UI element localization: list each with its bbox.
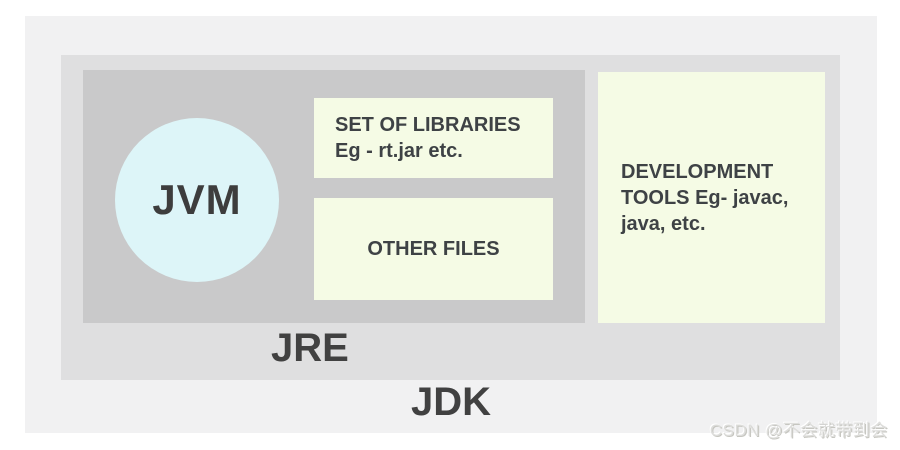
set-of-libraries-label: SET OF LIBRARIES Eg - rt.jar etc. [335, 114, 521, 162]
jdk-label: JDK [410, 380, 492, 424]
background-panel: JVM SET OF LIBRARIES Eg - rt.jar etc. OT… [25, 16, 877, 433]
other-files-box: OTHER FILES [314, 198, 553, 300]
jre-container-box: JVM SET OF LIBRARIES Eg - rt.jar etc. OT… [83, 70, 585, 323]
csdn-watermark: CSDN @不会就带到会 [709, 421, 888, 440]
jvm-circle: JVM [115, 118, 279, 282]
jdk-container-box: JVM SET OF LIBRARIES Eg - rt.jar etc. OT… [61, 55, 840, 380]
other-files-label: OTHER FILES [367, 237, 500, 260]
jvm-label: JVM [152, 176, 242, 223]
jre-label: JRE [271, 326, 349, 370]
development-tools-box: DEVELOPMENT TOOLS Eg- javac, java, etc. [598, 72, 825, 323]
set-of-libraries-box: SET OF LIBRARIES Eg - rt.jar etc. [314, 98, 553, 178]
development-tools-label: DEVELOPMENT TOOLS Eg- javac, java, etc. [621, 160, 789, 235]
